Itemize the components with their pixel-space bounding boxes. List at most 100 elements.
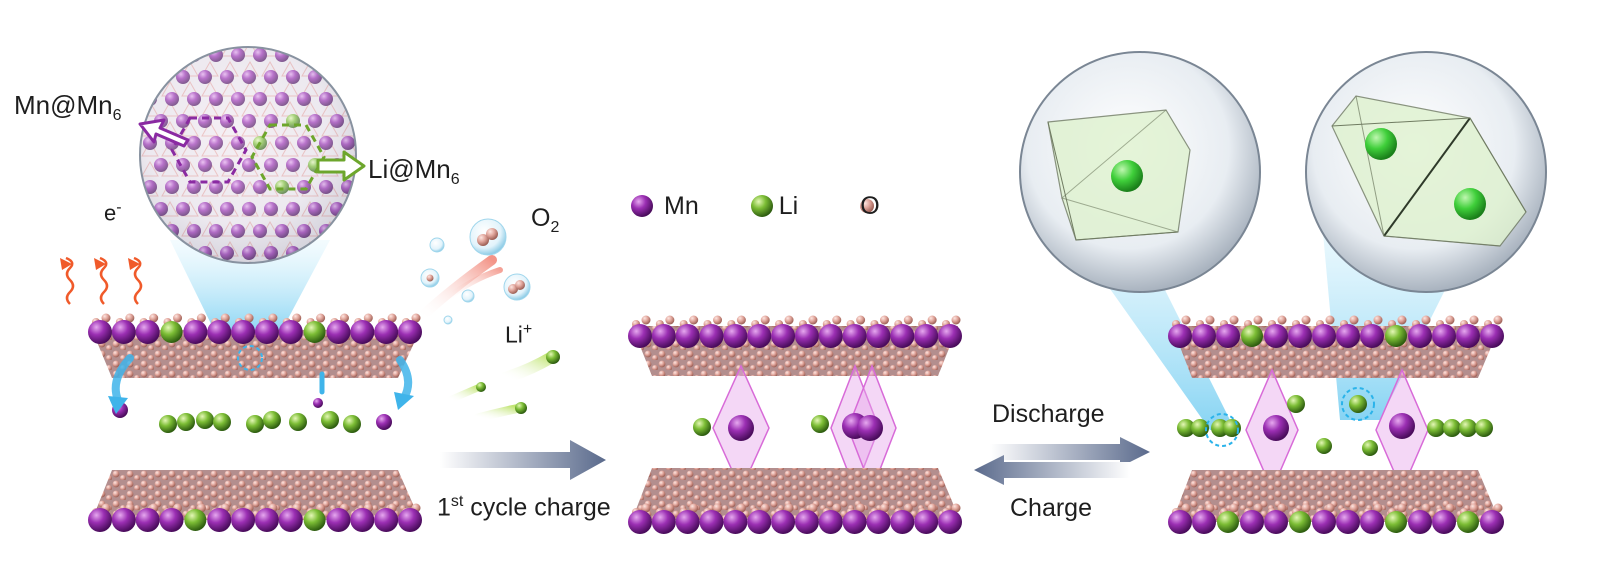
li-mn6-base: Li@Mn xyxy=(368,154,451,184)
li-atom xyxy=(1223,419,1241,437)
o-atom xyxy=(1397,315,1407,325)
bottom-layer-cycled xyxy=(1168,470,1504,534)
mn-atom xyxy=(1312,324,1336,348)
mn-atom xyxy=(675,510,700,534)
lithium-sup: + xyxy=(522,321,533,338)
mn-hexagon xyxy=(170,116,248,184)
mn-atom xyxy=(842,510,867,534)
o-atom xyxy=(339,313,349,323)
discharge-label: Discharge xyxy=(992,400,1105,428)
o-atom xyxy=(1445,315,1455,325)
li-atom xyxy=(289,413,307,431)
mn-atom xyxy=(1480,324,1504,348)
mn-atom xyxy=(857,415,883,441)
mn-atom xyxy=(88,320,112,344)
o-atom xyxy=(665,503,675,513)
legend-markers xyxy=(631,195,874,217)
mn-atom xyxy=(890,324,915,348)
first-cycle-arrow xyxy=(440,440,606,480)
electron-wave xyxy=(99,256,109,305)
mn-atom xyxy=(1336,324,1360,348)
migration-arrows xyxy=(108,345,414,414)
lattice-magnifier xyxy=(139,46,357,264)
mn-mn6-sub: 6 xyxy=(112,107,122,125)
li-atom xyxy=(1241,325,1263,347)
legend-item-li: Li xyxy=(779,192,798,221)
oxygen-label: O2 xyxy=(531,206,559,236)
first-cycle-sup: st xyxy=(450,493,464,510)
mn-atom xyxy=(352,114,356,128)
site-highlight xyxy=(1341,387,1375,421)
li-mn6-label: Li@Mn6 xyxy=(368,156,460,188)
o-atom xyxy=(220,313,230,323)
mn-atom xyxy=(341,224,355,238)
octahedral-site-magnifier xyxy=(1305,51,1547,293)
mn-atom xyxy=(143,224,157,238)
bottom-layer-charged xyxy=(628,468,962,534)
mn-atom xyxy=(254,320,279,344)
o-atom xyxy=(1253,315,1263,325)
mn-atom xyxy=(352,246,356,260)
electron-wave xyxy=(133,256,143,305)
li-atom xyxy=(303,321,326,343)
mn-atom xyxy=(794,324,819,348)
mn-atom xyxy=(352,202,356,216)
o-atom xyxy=(1181,315,1191,325)
mn-atom xyxy=(699,324,724,348)
legend-item-o: O xyxy=(860,192,879,221)
mn-atom xyxy=(651,510,676,534)
mn-atom xyxy=(914,324,939,348)
electron-base: e xyxy=(104,200,117,226)
bottom-layer-pristine xyxy=(88,470,422,532)
o-atom xyxy=(1325,503,1335,513)
mn-atom xyxy=(1336,510,1360,534)
li-atom xyxy=(177,413,195,431)
li-atom xyxy=(1191,419,1209,437)
li-mn6-arrow xyxy=(316,150,366,182)
mn-atom xyxy=(398,320,422,344)
o-atom xyxy=(1397,503,1407,513)
mn-atom xyxy=(313,398,323,408)
mn-atom xyxy=(254,508,279,532)
lithium-ion-label: Li+ xyxy=(505,322,532,347)
li-atom xyxy=(343,415,361,433)
mn-atom xyxy=(747,510,772,534)
mn-atom xyxy=(1168,324,1192,348)
o-atom xyxy=(1493,315,1503,325)
li-ion xyxy=(476,382,486,392)
legend-mn-marker xyxy=(631,195,653,217)
o-atom xyxy=(951,315,961,325)
o-atom xyxy=(1301,315,1311,325)
o-atom xyxy=(927,315,937,325)
o-atom xyxy=(244,313,254,323)
o-atom xyxy=(689,315,699,325)
mn-atom xyxy=(1264,324,1288,348)
o-atom xyxy=(879,503,889,513)
mn-atom xyxy=(1360,510,1384,534)
mn-atom xyxy=(628,324,652,348)
li-atom xyxy=(1111,160,1143,192)
o-atom xyxy=(101,313,111,323)
zoom-beam xyxy=(170,240,330,330)
mn-atom xyxy=(143,48,157,62)
mn-atom xyxy=(938,324,962,348)
mn-atom xyxy=(207,320,232,344)
legend-item-mn: Mn xyxy=(664,192,699,221)
site-highlight xyxy=(1205,413,1239,447)
li-atom xyxy=(184,509,207,531)
mn-atom xyxy=(135,508,160,532)
mn-atom xyxy=(1360,324,1384,348)
li-atom xyxy=(1427,419,1445,437)
o-atom xyxy=(387,313,397,323)
panel-charged xyxy=(628,315,962,534)
o-atom xyxy=(1349,503,1359,513)
li-atom xyxy=(1217,511,1239,533)
mn-atom xyxy=(728,415,754,441)
top-layer-charged xyxy=(628,315,962,376)
electron-wave xyxy=(65,256,75,305)
li-hexagon xyxy=(250,123,326,191)
oxygen-base: O xyxy=(531,204,551,232)
o-atom xyxy=(1181,503,1191,513)
li-atom xyxy=(1459,419,1477,437)
mn-atom xyxy=(183,320,208,344)
